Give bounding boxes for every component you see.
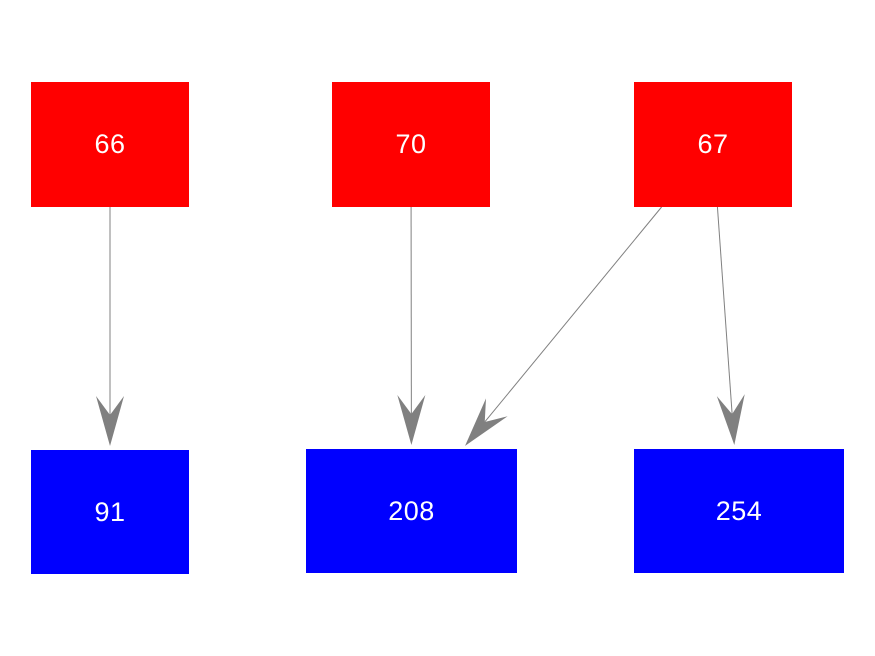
node-208: 208 — [306, 449, 517, 573]
node-70: 70 — [332, 82, 490, 207]
node-label: 208 — [388, 495, 435, 526]
edge-arrowhead-66-91 — [96, 396, 124, 446]
node-66: 66 — [31, 82, 189, 207]
node-label: 91 — [94, 496, 126, 527]
edge-line-67-208 — [484, 206, 662, 423]
node-label: 66 — [94, 129, 126, 159]
node-label: 67 — [697, 129, 729, 159]
edge-arrowhead-70-208 — [397, 394, 426, 445]
node-label: 254 — [715, 495, 763, 526]
node-91: 91 — [31, 450, 189, 574]
node-67: 67 — [634, 82, 792, 207]
edge-arrowhead-67-254 — [716, 394, 745, 446]
edge-line-67-254 — [716, 206, 733, 415]
node-254: 254 — [634, 449, 844, 573]
node-label: 70 — [395, 129, 427, 159]
edge-arrowhead-67-208 — [465, 398, 508, 446]
